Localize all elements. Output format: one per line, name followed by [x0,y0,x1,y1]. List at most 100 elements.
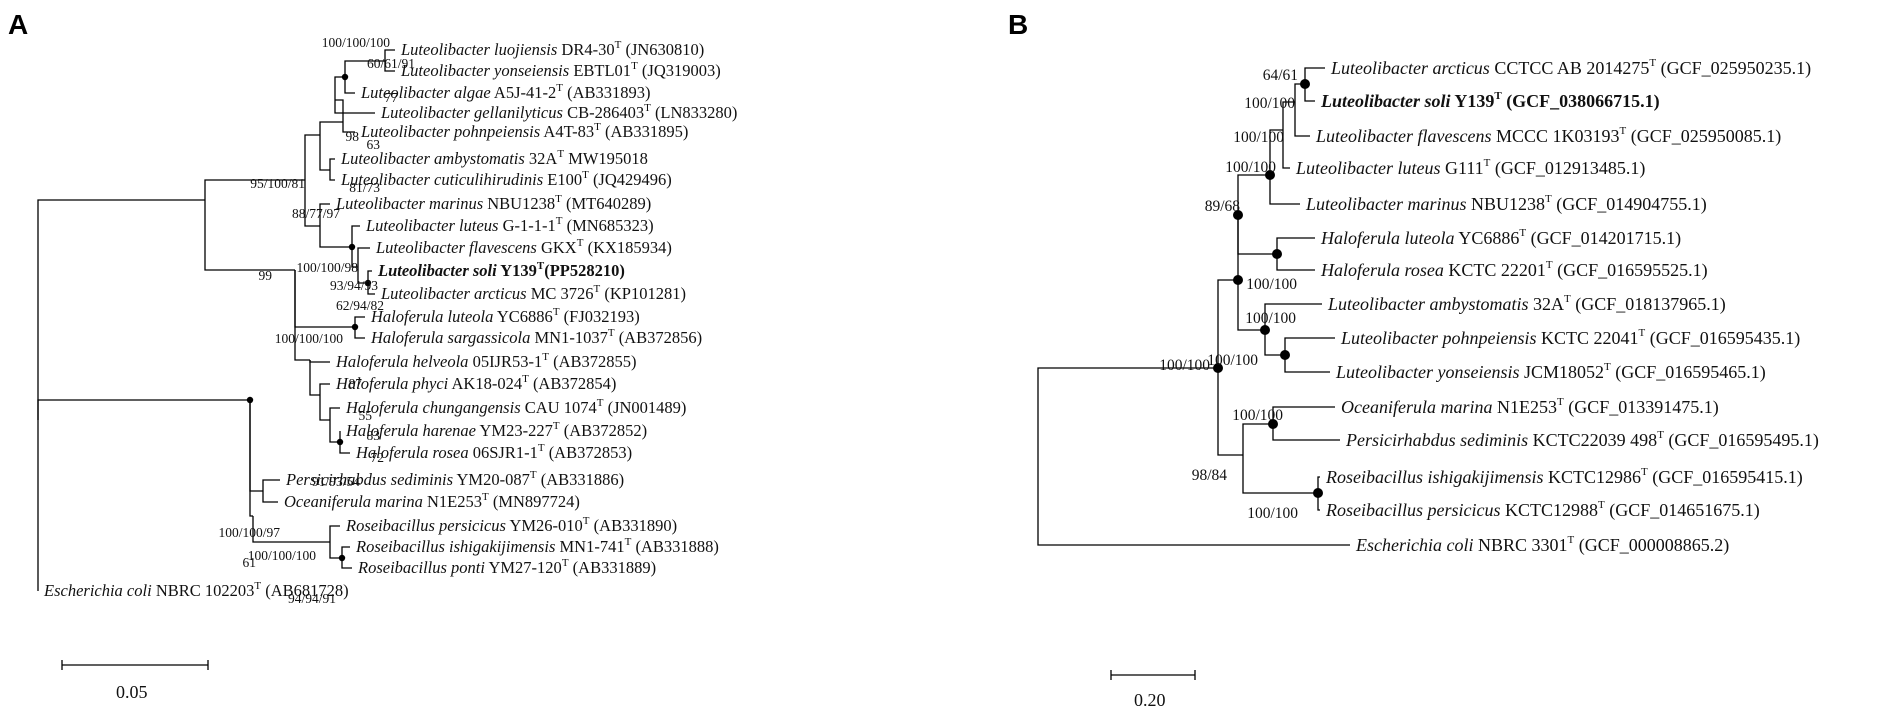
bootstrap-value: 100/100 [1244,95,1295,112]
bootstrap-value: 98/84 [1192,467,1228,484]
taxon-label: Roseibacillus ponti YM27-120T (AB331889) [357,557,656,577]
bootstrap-value: 63 [367,137,381,152]
bootstrap-value: 100/100/97 [218,525,280,540]
taxon-label: Luteolibacter ambystomatis 32AT (GCF_018… [1327,293,1726,315]
taxon-label: Luteolibacter soli Y139T (GCF_038066715.… [1320,90,1660,112]
bootstrap-value: 61 [243,555,257,570]
node-dot [1260,325,1270,335]
taxon-label: Luteolibacter luojiensis DR4-30T (JN6308… [400,39,704,59]
taxon-label: Luteolibacter pohnpeiensis A4T-83T (AB33… [360,121,688,141]
taxon-label: Persicirhabdus sediminis KCTC22039 498T … [1345,429,1819,451]
taxon-label: Luteolibacter yonseiensis EBTL01T (JQ319… [400,60,721,80]
taxon-label: Luteolibacter flavescens GKXT (KX185934) [375,237,672,257]
bootstrap-value: 100/100/98 [296,260,358,275]
bootstrap-value: 100/100 [1233,129,1284,146]
taxon-label: Luteolibacter arcticus MC 3726T (KP10128… [380,283,686,303]
taxon-label: Roseibacillus ishigakijimensis MN1-741T … [355,536,719,556]
bootstrap-value: 100/100 [1247,505,1298,522]
taxon-label: Haloferula phyci AK18-024T (AB372854) [335,373,616,393]
bootstrap-value: 91/93/54 [312,474,360,489]
bootstrap-value: 100/100/100 [248,548,317,563]
bootstrap-value: 55 [359,408,373,423]
node-dot [338,554,346,562]
node-dot [246,396,254,404]
bootstrap-value: 100/100 [1159,357,1210,374]
bootstrap-value: 100/100 [1225,159,1276,176]
taxon-label: Haloferula luteola YC6886T (GCF_01420171… [1320,227,1681,249]
taxon-label: Roseibacillus persicicus YM26-010T (AB33… [345,515,677,535]
node-dot [1213,363,1223,373]
tree-panel-a: Luteolibacter luojiensis DR4-30T (JN6308… [37,35,737,606]
taxon-label: Luteolibacter ambystomatis 32AT MW195018 [340,148,648,168]
taxon-label: Luteolibacter soli Y139T(PP528210) [377,260,625,280]
bootstrap-value: 81/73 [349,180,380,195]
scale-bar-a: 0.05 [61,660,209,702]
taxon-label: Oceaniferula marina N1E253T (GCF_0133914… [1341,396,1719,418]
bootstrap-value: 100/100/100 [275,331,344,346]
node-dot [1280,350,1290,360]
taxon-label: Roseibacillus persicicus KCTC12988T (GCF… [1325,499,1760,521]
taxon-label: Luteolibacter gellanilyticus CB-286403T … [380,102,737,122]
bootstrap-value: 87 [349,376,363,391]
node-dot [341,73,349,81]
taxon-label: Luteolibacter marinus NBU1238T (MT640289… [335,193,651,213]
node-dot [1268,419,1278,429]
panel-label-b: B [1008,9,1028,40]
bootstrap-value: 93/94/93 [330,278,378,293]
node-dot [1272,249,1282,259]
bootstrap-value: 62/94/82 [336,298,384,313]
scale-bar-b-label: 0.20 [1134,690,1166,710]
node-dot [351,323,359,331]
taxon-label: Haloferula chungangensis CAU 1074T (JN00… [345,397,686,417]
taxon-label: Haloferula harenae YM23-227T (AB372852) [345,420,647,440]
bootstrap-value: 89/68 [1205,198,1241,215]
bootstrap-value: 100/100 [1232,407,1283,424]
bootstrap-value: 60/61/91 [367,56,415,71]
taxon-label: Luteolibacter flavescens MCCC 1K03193T (… [1315,125,1781,147]
taxon-label: Luteolibacter yonseiensis JCM18052T (GCF… [1335,361,1766,383]
bootstrap-value: 72 [371,450,385,465]
taxon-label: Haloferula helveola 05IJR53-1T (AB372855… [335,351,637,371]
node-dot [1265,170,1275,180]
bootstrap-value: 94/94/91 [288,591,336,606]
taxon-label: Persicirhabdus sediminis YM20-087T (AB33… [285,469,624,489]
taxon-label: Haloferula luteola YC6886T (FJ032193) [370,306,640,326]
taxon-label: Luteolibacter algae A5J-41-2T (AB331893) [360,82,651,102]
node-dot [1233,275,1243,285]
taxon-label: Oceaniferula marina N1E253T (MN897724) [284,491,580,511]
taxon-label: Escherichia coli NBRC 3301T (GCF_0000088… [1355,534,1729,556]
bootstrap-value: 99 [259,268,273,283]
taxon-label: Haloferula rosea 06SJR1-1T (AB372853) [355,442,632,462]
taxon-label: Luteolibacter pohnpeiensis KCTC 22041T (… [1340,327,1800,349]
bootstrap-value: 98 [346,129,360,144]
bootstrap-value: 83 [367,428,381,443]
node-dot [1300,79,1310,89]
taxon-label: Luteolibacter arcticus CCTCC AB 2014275T… [1330,57,1811,79]
taxon-label: Luteolibacter luteus G-1-1-1T (MN685323) [365,215,654,235]
tree-panel-b: Luteolibacter arcticus CCTCC AB 2014275T… [1037,57,1819,556]
taxon-label: Haloferula rosea KCTC 22201T (GCF_016595… [1320,259,1708,281]
taxon-label: Roseibacillus ishigakijimensis KCTC12986… [1325,466,1803,488]
taxon-label: Luteolibacter luteus G111T (GCF_01291348… [1295,157,1645,179]
bootstrap-value: 88/77/97 [292,206,340,221]
bootstrap-value: 64/61 [1263,67,1298,84]
bootstrap-value: 77 [385,90,399,105]
panel-label-a: A [8,9,28,40]
bootstrap-value: 95/100/81 [250,176,305,191]
scale-bar-a-label: 0.05 [116,682,148,702]
taxon-label: Haloferula sargassicola MN1-1037T (AB372… [370,327,702,347]
bootstrap-value: 100/100 [1245,310,1296,327]
taxon-label: Luteolibacter cuticulihirudinis E100T (J… [340,169,672,189]
taxon-label: Escherichia coli NBRC 102203T (AB681728) [43,580,349,600]
node-dot [1313,488,1323,498]
node-dot [348,243,356,251]
node-dot [364,279,372,287]
node-dot [1233,210,1243,220]
node-dot [336,438,344,446]
taxon-label: Luteolibacter marinus NBU1238T (GCF_0149… [1305,193,1707,215]
scale-bar-b: 0.20 [1110,670,1196,710]
bootstrap-value: 100/100 [1207,352,1258,369]
bootstrap-value: 100/100/100 [322,35,391,50]
bootstrap-value: 100/100 [1246,276,1297,293]
